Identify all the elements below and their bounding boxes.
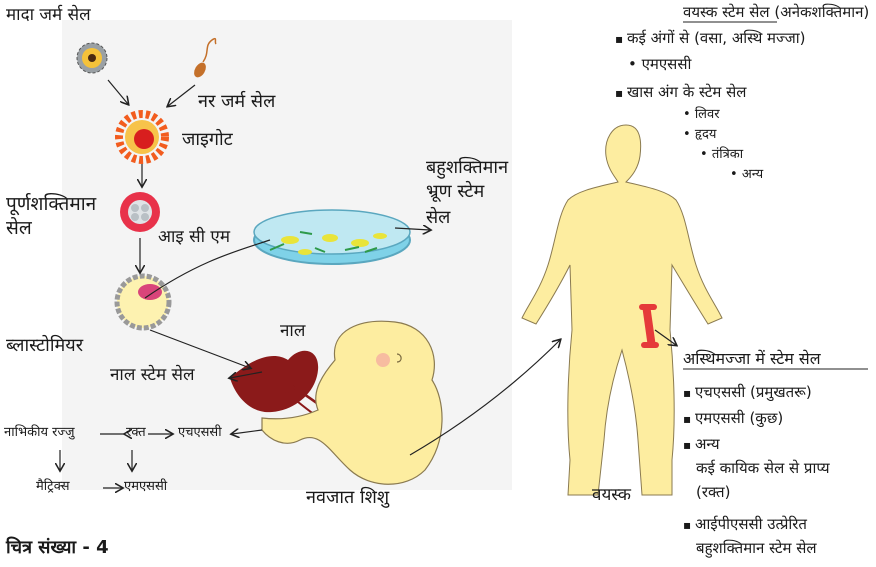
blastocyst-icon <box>117 276 169 328</box>
somatic-line-1: कई कायिक सेल से प्राप्य <box>696 460 830 477</box>
totipotent-label-2: सेल <box>6 218 32 239</box>
multi-organs-item: कई अंगों से (वसा, अस्थि मज्जा) <box>615 30 805 47</box>
adult-msc-item: एमएससी <box>628 56 691 73</box>
totipotent-cell-icon <box>120 192 160 232</box>
figure-number: चित्र संख्या - 4 <box>6 538 109 558</box>
sperm-cell-icon <box>192 39 216 80</box>
zygote-label: जाइगोट <box>182 130 233 150</box>
egg-cell-icon <box>77 43 107 73</box>
adult-stem-header: वयस्क स्टेम सेल (अनेकशक्तिमान) <box>683 4 869 21</box>
totipotent-label-1: पूर्णशक्तिमान <box>6 194 96 215</box>
other-item: अन्य <box>730 168 763 182</box>
marrow-msc-item: एमएससी (कुछ) <box>683 410 783 427</box>
ipsc-line-2: बहुशक्तिमान स्टेम सेल <box>696 540 817 557</box>
nerve-item: तंत्रिका <box>700 148 743 162</box>
adult-stem-header-paren: (अनेकशक्तिमान) <box>774 3 869 21</box>
organ-specific-item: खास अंग के स्टेम सेल <box>615 84 746 101</box>
msc-label: एमएससी <box>124 480 167 494</box>
male-germ-cell-label: नर जर्म सेल <box>198 92 275 112</box>
icm-label: आइ सी एम <box>158 228 230 247</box>
matrix-label: मैट्रिक्स <box>36 480 70 494</box>
adult-stem-header-text: वयस्क स्टेम सेल <box>683 3 770 21</box>
pluripotent-label-3: सेल <box>426 208 450 228</box>
pluripotent-label-1: बहुशक्तिमान <box>426 158 508 178</box>
umbilical-cord-label: नाभिकीय रज्जु <box>4 426 75 440</box>
heart-item: हृदय <box>683 128 716 142</box>
blood-label: रक्त <box>126 426 146 440</box>
pluripotent-label-2: भ्रूण स्टेम <box>426 182 484 202</box>
petri-dish-icon <box>254 210 410 264</box>
adult-label: वयस्क <box>592 486 631 505</box>
umbilical-stem-cell-label: नाल स्टेम सेल <box>110 366 195 385</box>
marrow-other-item: अन्य <box>683 436 720 453</box>
marrow-hsc-item: एचएससी (प्रमुखतरू) <box>683 384 812 401</box>
umbilical-label: नाल <box>280 322 305 341</box>
somatic-line-2: (रक्त) <box>696 484 730 501</box>
newborn-label: नवजात शिशु <box>306 488 389 508</box>
marrow-header: अस्थिमज्जा में स्टेम सेल <box>683 350 821 368</box>
blastomere-label: ब्लास्टोमियर <box>6 336 83 356</box>
ipsc-line-1: आईपीएससी उत्प्रेरित <box>683 516 807 533</box>
female-germ-cell-label: मादा जर्म सेल <box>6 6 91 25</box>
hsc-label: एचएससी <box>178 426 222 440</box>
liver-item: लिवर <box>683 108 720 122</box>
zygote-icon <box>119 114 165 160</box>
